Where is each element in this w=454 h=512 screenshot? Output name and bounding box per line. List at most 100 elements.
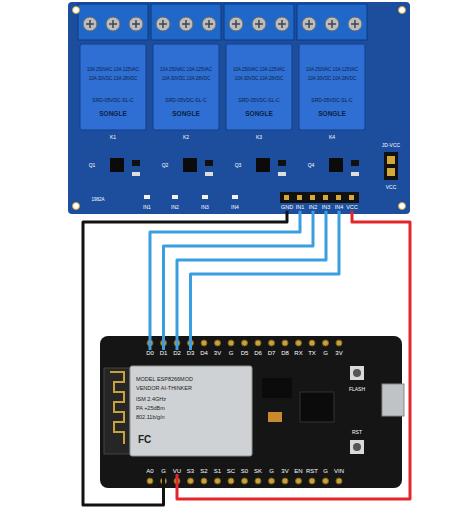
pin-label: D0 <box>146 350 154 356</box>
led <box>232 195 238 199</box>
pin-label-box: IN3 <box>321 205 332 211</box>
mounting-hole <box>399 203 406 210</box>
relay-rating: 10A 30VDC 10A 28VDC <box>162 77 210 82</box>
screw-slot <box>132 20 140 28</box>
pin-hole <box>201 340 207 346</box>
resistor <box>351 172 359 176</box>
pin-label-box: D3 <box>186 350 196 356</box>
pin-label: RST <box>306 468 318 474</box>
resistor <box>132 172 140 176</box>
pin-hole <box>215 478 221 484</box>
pin-label: IN2 <box>309 205 318 211</box>
relay-rating: 10A 250VAC 10A 125VAC <box>233 68 285 73</box>
relay-brand: SONGLE <box>172 111 199 118</box>
pin-hole <box>309 478 315 484</box>
relay-id: K3 <box>256 135 262 140</box>
jumper-label: VCC <box>386 185 397 190</box>
reset-button <box>350 440 364 454</box>
relay-model: SRD-05VDC-SL-C <box>311 98 352 103</box>
terminal-block <box>297 4 367 40</box>
pin-hole <box>282 478 288 484</box>
pin-label-box: D2 <box>172 350 182 356</box>
pin-hole <box>201 478 207 484</box>
relay-rating: 10A 250VAC 10A 125VAC <box>306 68 358 73</box>
pin-hole <box>242 340 248 346</box>
pin-label-box: IN4 <box>334 205 345 211</box>
pin-hole <box>323 340 329 346</box>
usb-chip <box>300 392 334 422</box>
terminal-block <box>224 4 294 40</box>
pin-label: 3V <box>335 350 342 356</box>
pin-label-box: D0 <box>145 350 155 356</box>
relay-rating: 10A 30VDC 10A 28VDC <box>89 77 137 82</box>
relay-body <box>80 44 146 130</box>
cert-mark: FC <box>138 435 151 445</box>
pin-label: VCC <box>346 205 358 211</box>
pin-label: D4 <box>200 350 208 356</box>
pin-label: 3V <box>281 468 288 474</box>
header-pin <box>336 195 341 200</box>
terminal-screw <box>179 17 193 31</box>
antenna-trace <box>110 372 124 444</box>
pin-label: SC <box>227 468 235 474</box>
screw-slot <box>305 20 313 28</box>
pin-label: D5 <box>241 350 249 356</box>
pin-hole <box>309 340 315 346</box>
screw-slot <box>255 20 263 28</box>
pin-label: A0 <box>146 468 153 474</box>
header-pin <box>310 195 315 200</box>
relay-board <box>68 2 410 214</box>
transistor <box>278 160 286 166</box>
pin-label: D8 <box>281 350 289 356</box>
led-label: IN2 <box>171 205 179 210</box>
pin-label: S3 <box>187 468 194 474</box>
header-pin <box>297 195 302 200</box>
jumper-wire <box>177 211 326 350</box>
terminal-screw <box>129 17 143 31</box>
pin-label: G <box>229 350 234 356</box>
pin-label: IN1 <box>296 205 305 211</box>
pin-label: G <box>269 468 274 474</box>
mounting-hole <box>73 203 80 210</box>
pin-label-box: G <box>160 468 167 474</box>
relay-id: K1 <box>110 135 116 140</box>
pin-label: G <box>161 468 166 474</box>
terminal-block <box>151 4 221 40</box>
relay-id: K2 <box>183 135 189 140</box>
pin-label: IN3 <box>322 205 331 211</box>
terminal-screw <box>229 17 243 31</box>
pin-hole <box>215 340 221 346</box>
terminal-screw <box>348 17 362 31</box>
screw-slot <box>328 20 336 28</box>
pin-label-box: IN2 <box>308 205 319 211</box>
pin-hole <box>336 340 342 346</box>
terminal-screw <box>252 17 266 31</box>
led-label: IN1 <box>143 205 151 210</box>
nodemcu-board <box>100 336 402 488</box>
pin-label: 3V <box>214 350 221 356</box>
module-text: 802.11b/g/n <box>136 415 165 421</box>
pin-label: GND <box>281 205 293 211</box>
pin-label: VU <box>173 468 181 474</box>
regulator <box>262 378 292 398</box>
mounting-hole <box>399 7 406 14</box>
capacitor <box>268 412 282 422</box>
jumper-wire <box>177 211 410 499</box>
relay-rating: 10A 250VAC 10A 125VAC <box>87 68 139 73</box>
relay-rating: 10A 30VDC 10A 28VDC <box>308 77 356 82</box>
button-cap <box>353 443 361 451</box>
screw-slot <box>159 20 167 28</box>
header-pin <box>284 195 289 200</box>
header-pin <box>323 195 328 200</box>
component-ref: Q2 <box>162 163 169 168</box>
pin-hole <box>269 340 275 346</box>
antenna <box>104 368 130 454</box>
pin-label: EN <box>294 468 302 474</box>
relay-rating: 10A 250VAC 10A 125VAC <box>160 68 212 73</box>
optocoupler <box>183 158 197 172</box>
screw-slot <box>182 20 190 28</box>
button-label: FLASH <box>349 387 365 392</box>
button-cap <box>353 369 361 377</box>
pin-hole <box>255 340 261 346</box>
